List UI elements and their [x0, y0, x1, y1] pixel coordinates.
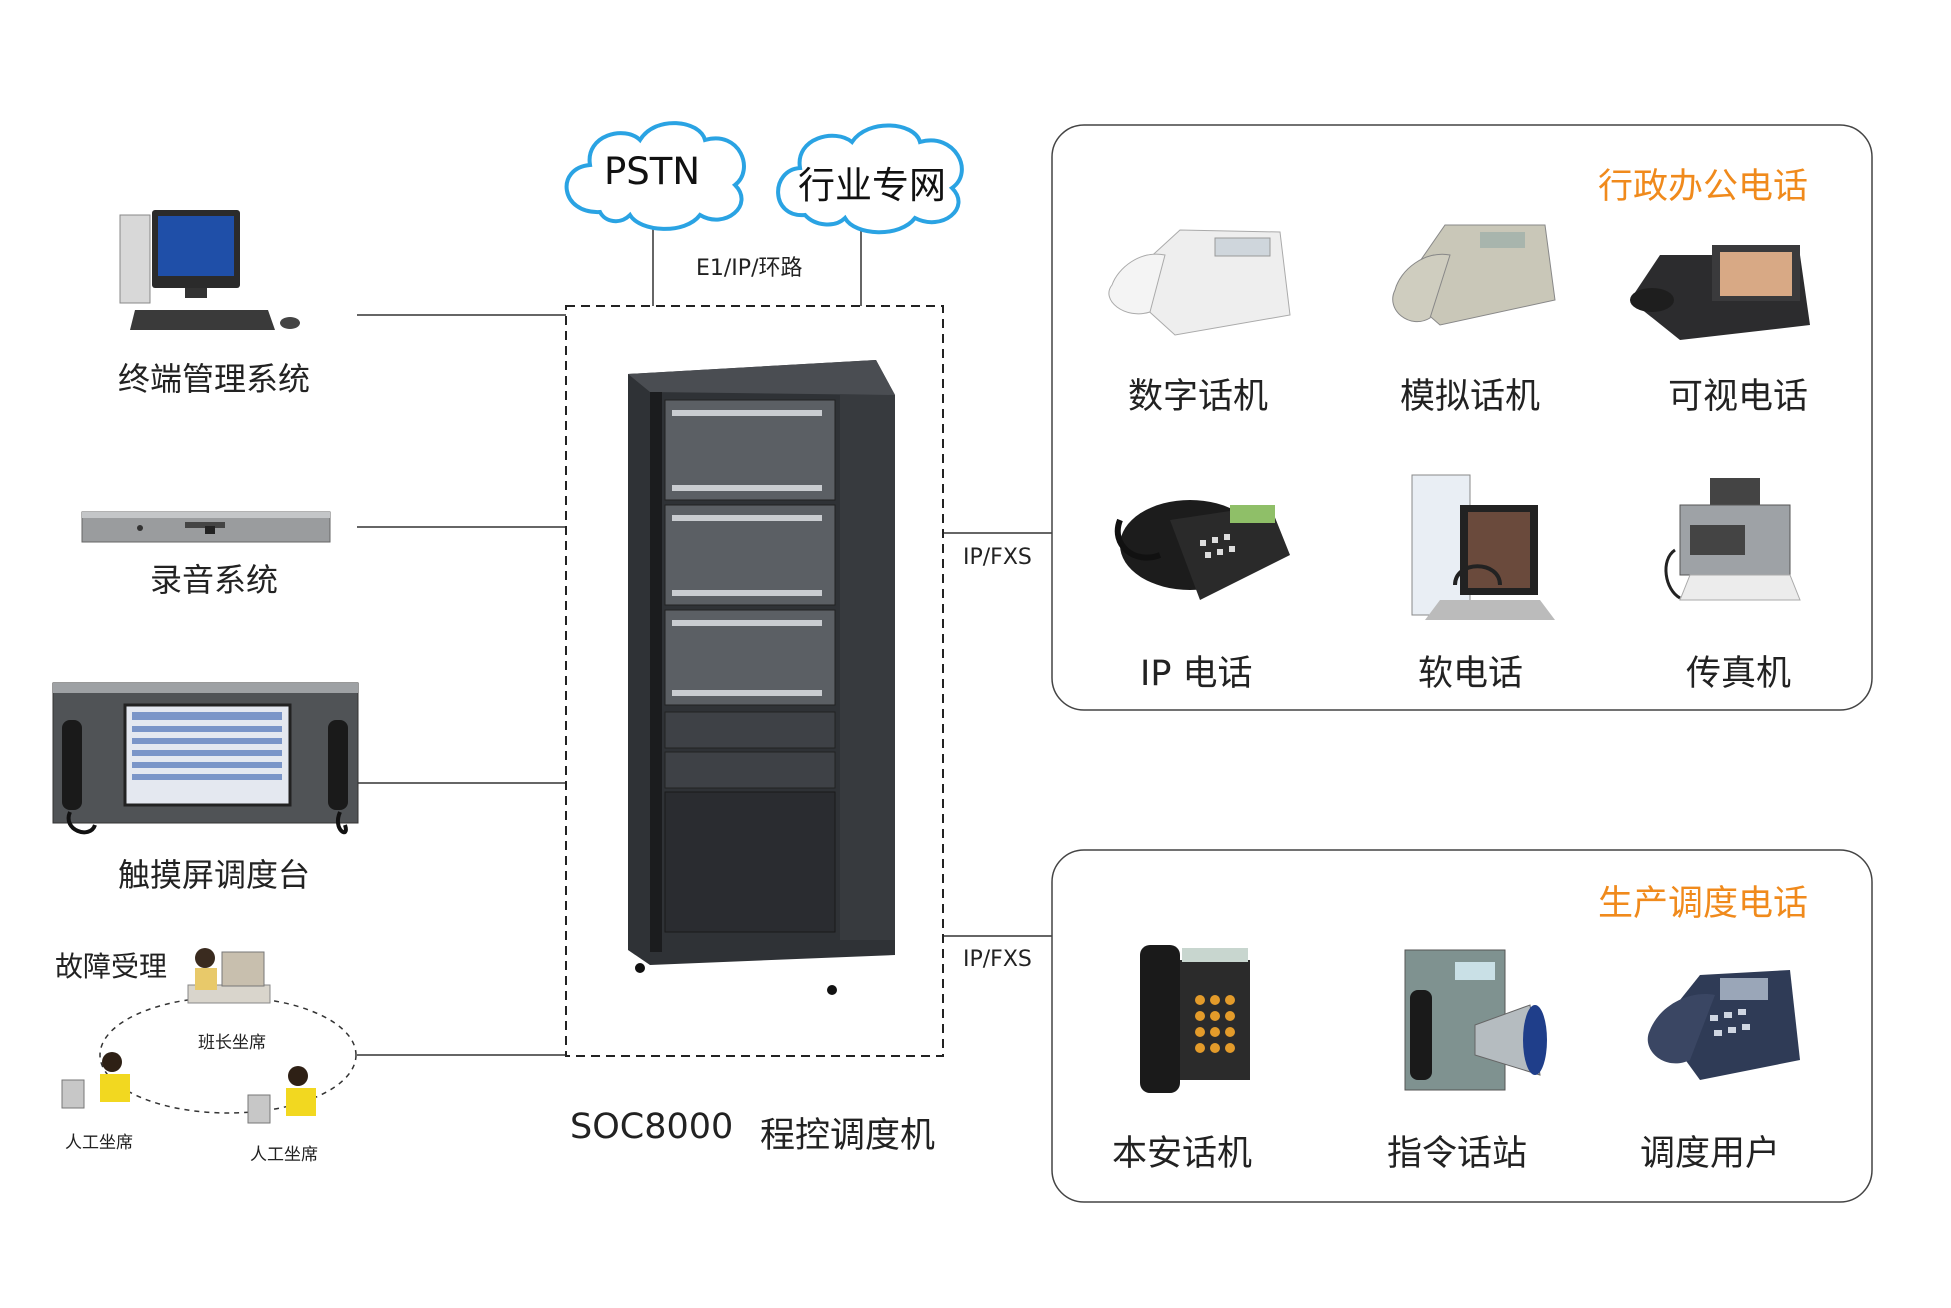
- fax-machine-icon: [1664, 478, 1801, 601]
- uplink-label: E1/IP/环路: [696, 256, 803, 281]
- fault-handling-label: 故障受理: [55, 950, 168, 983]
- switch-boundary: [565, 305, 944, 1057]
- industry-network-label: 行业专网: [798, 164, 946, 207]
- video-phone-icon: [1630, 245, 1810, 340]
- connector-lines: [357, 225, 1052, 1056]
- operator-seat-icon-2: [247, 1066, 316, 1124]
- digital-phone-icon: [1108, 229, 1291, 336]
- office-link-label: IP/FXS: [963, 545, 1032, 570]
- pstn-label: PSTN: [604, 150, 701, 193]
- industry-network-cloud-icon: [776, 123, 964, 235]
- office-device-label: 软电话: [1418, 654, 1524, 694]
- softphone-icon: [1411, 474, 1555, 620]
- team-leader-seat-icon: [187, 948, 271, 1004]
- ip-phone-icon: [1114, 500, 1290, 600]
- production-device-label: 指令话站: [1387, 1134, 1528, 1174]
- office-device-label: 模拟话机: [1400, 377, 1541, 417]
- dispatch-user-phone-icon: [1647, 970, 1800, 1080]
- production-device-label: 本安话机: [1112, 1134, 1253, 1174]
- recorder-icon: [81, 511, 331, 543]
- terminal-management-label: 终端管理系统: [118, 360, 311, 398]
- operator-seat-label-2: 人工坐席: [250, 1145, 318, 1165]
- touch-console-label: 触摸屏调度台: [118, 856, 311, 894]
- switch-name-label: 程控调度机: [760, 1116, 936, 1156]
- pstn-cloud-icon: [564, 121, 746, 231]
- production-device-label: 调度用户: [1640, 1134, 1781, 1174]
- office-device-label: 传真机: [1686, 654, 1792, 694]
- office-device-label: 可视电话: [1668, 377, 1809, 417]
- operator-seat-icon: [61, 1052, 130, 1109]
- analog-phone-icon: [1392, 224, 1556, 326]
- office-phone-panel: [1051, 124, 1873, 711]
- production-panel-title: 生产调度电话: [1598, 884, 1809, 924]
- touch-console-icon: [52, 682, 359, 835]
- office-device-label: IP 电话: [1140, 654, 1253, 694]
- production-phone-panel: [1051, 849, 1873, 1203]
- recording-system-label: 录音系统: [150, 561, 279, 599]
- seat-group-ellipse: [99, 996, 357, 1114]
- switch-model-label: SOC8000: [570, 1107, 734, 1147]
- operator-seat-label: 人工坐席: [65, 1133, 133, 1153]
- switch-cabinet-icon: [628, 360, 895, 995]
- office-panel-title: 行政办公电话: [1598, 167, 1809, 207]
- production-link-label: IP/FXS: [963, 947, 1032, 972]
- computer-icon: [119, 210, 300, 330]
- team-leader-seat-label: 班长坐席: [198, 1033, 266, 1053]
- intrinsically-safe-phone-icon: [1140, 945, 1250, 1093]
- command-station-icon: [1404, 949, 1547, 1091]
- office-device-label: 数字话机: [1128, 377, 1269, 417]
